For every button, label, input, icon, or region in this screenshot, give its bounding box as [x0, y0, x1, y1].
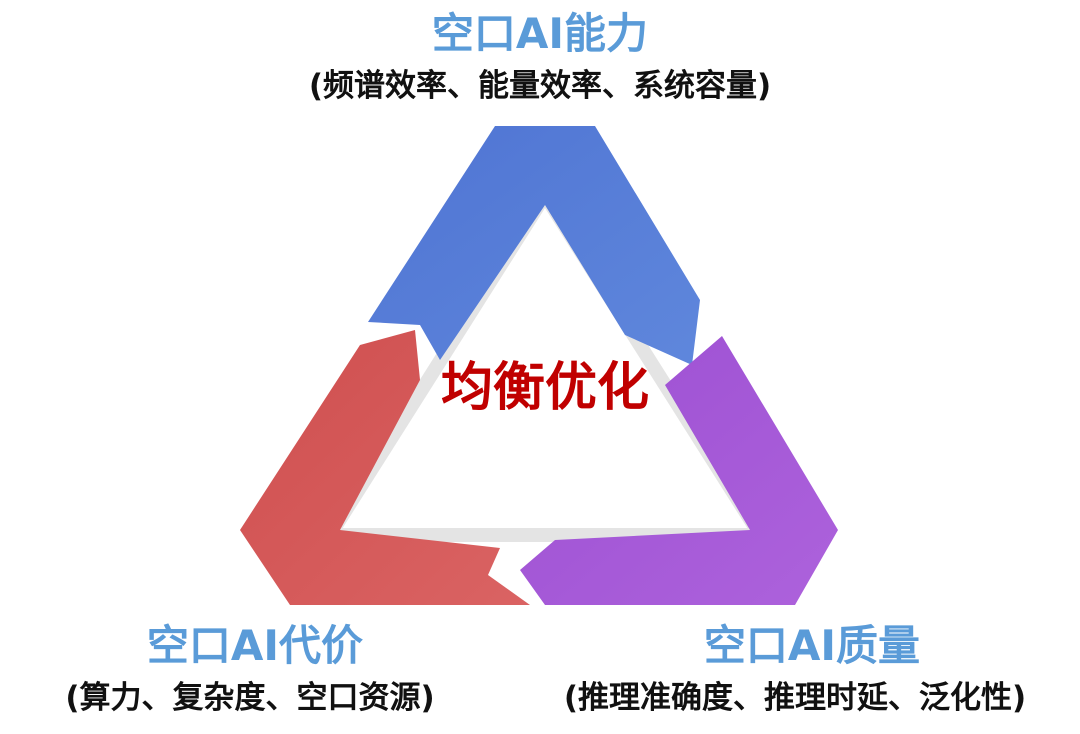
cost-title: 空口AI代价: [146, 621, 364, 670]
quality-subtitle: (推理准确度、推理时延、泛化性): [563, 680, 1027, 716]
capability-title: 空口AI能力: [431, 9, 649, 58]
cost-subtitle: (算力、复杂度、空口资源): [65, 680, 435, 716]
capability-subtitle: (频谱效率、能量效率、系统容量): [308, 68, 772, 104]
arrow-red: [240, 330, 530, 605]
inner-triangle-outline: [323, 188, 767, 542]
arrow-blue: [368, 126, 700, 365]
arrow-purple: [520, 336, 838, 605]
balanced-optimization-label: 均衡优化: [440, 358, 649, 418]
quality-title: 空口AI质量: [703, 621, 921, 670]
